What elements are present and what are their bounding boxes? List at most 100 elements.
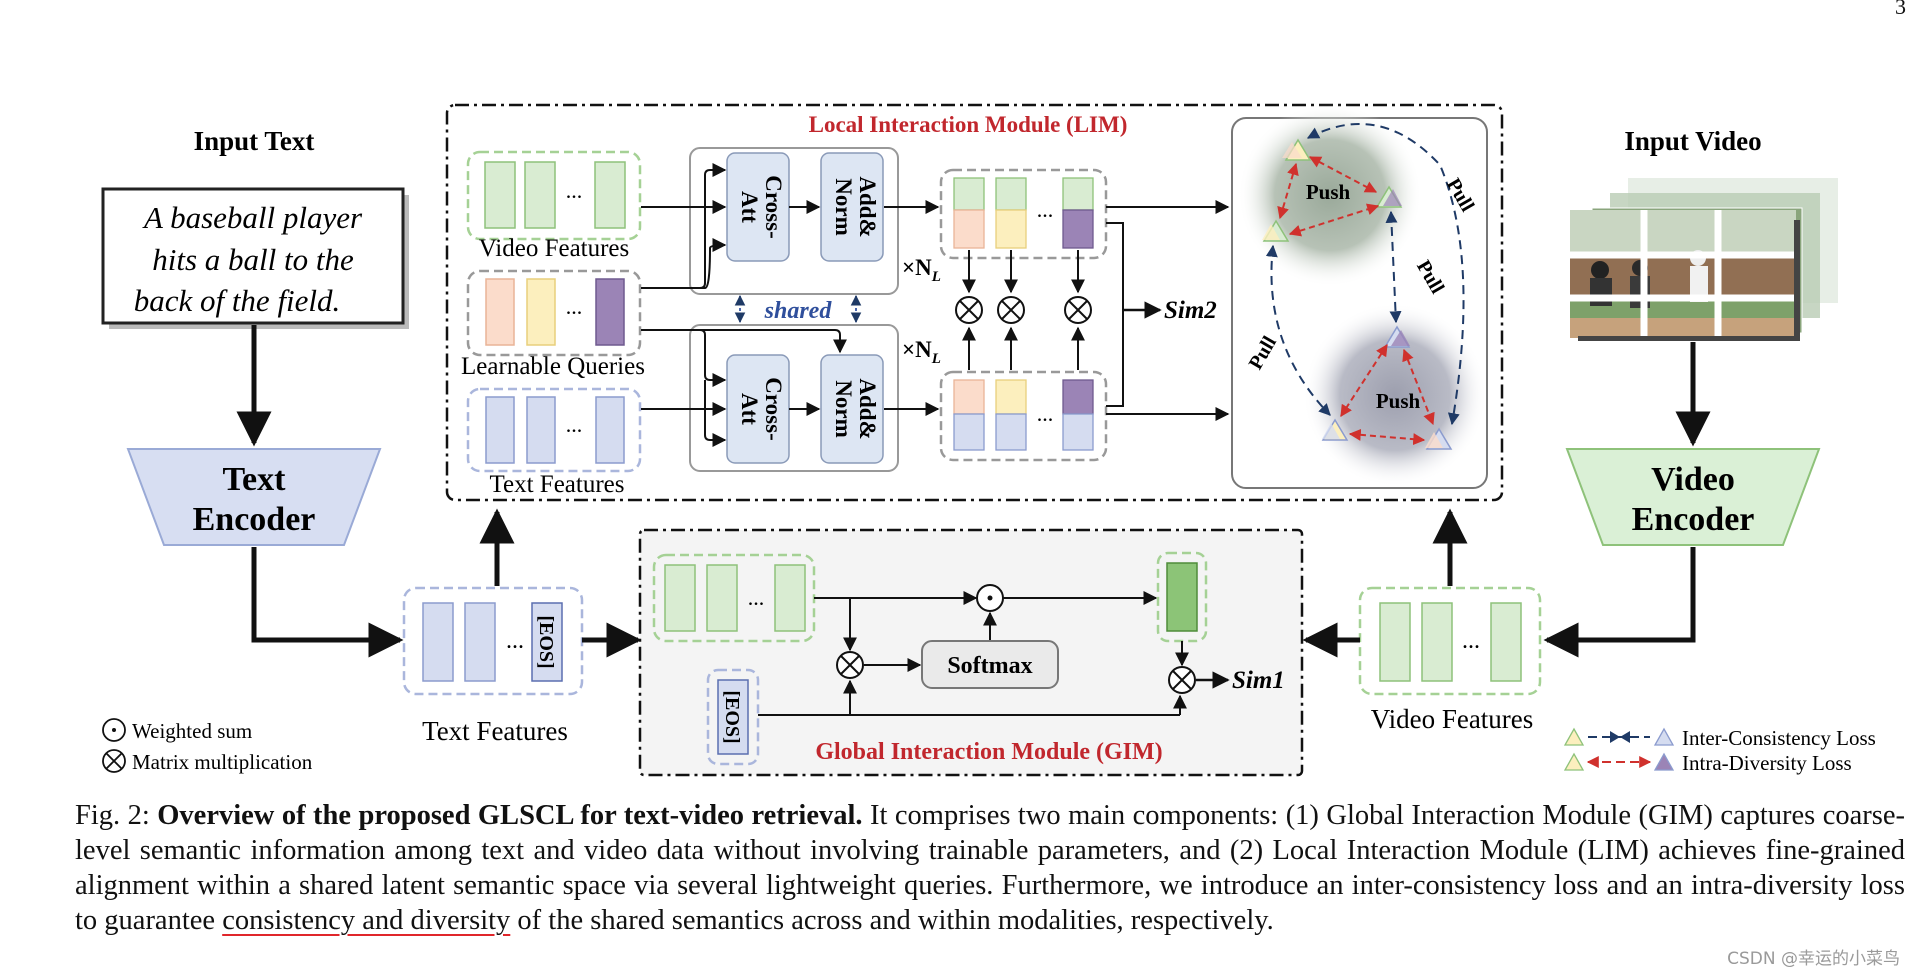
eos-label: [EOS] [535, 615, 557, 668]
input-text-line-2: hits a ball to the [152, 242, 354, 277]
text-feature-token [526, 396, 556, 464]
output-token [953, 379, 985, 415]
query-token [485, 278, 515, 346]
push-arrow [1348, 428, 1426, 446]
matrix-mult-icon [102, 749, 126, 773]
video-feature-token [664, 564, 696, 632]
video-encoder-line-1: Video [1651, 461, 1735, 498]
caption-prefix: Fig. 2: [75, 800, 158, 831]
figure-diagram: Input Text A baseball player hits a ball… [101, 103, 1876, 777]
eos-token [531, 602, 563, 682]
input-text-line-1: A baseball player [142, 200, 363, 235]
output-token [995, 209, 1027, 249]
learnable-queries-group [466, 269, 642, 357]
upper-transformer-block [689, 147, 899, 295]
matrix-mult-icon [955, 296, 983, 324]
ellipsis: ... [748, 585, 765, 610]
ellipsis: ... [566, 294, 583, 319]
input-text-line-3: back of the field. [134, 283, 341, 318]
arrow [641, 329, 847, 354]
text-encoder-line-2: Encoder [193, 501, 316, 538]
lim-text-features-group [466, 387, 642, 473]
semantic-token-icon [1425, 427, 1453, 450]
pull-arrow [1306, 123, 1465, 426]
softmax-box [921, 640, 1059, 689]
gim-weighted-video-token [1166, 562, 1198, 632]
ellipsis: ... [1462, 628, 1480, 654]
output-token [1062, 379, 1094, 415]
video-frames [1570, 178, 1838, 341]
output-token [1062, 209, 1094, 249]
shared-label: shared [764, 298, 833, 324]
ellipsis: ... [566, 412, 583, 437]
sim2-label: Sim2 [1164, 297, 1217, 324]
push-label-lower: Push [1376, 389, 1421, 413]
output-token [953, 209, 985, 249]
push-arrow [1288, 203, 1380, 237]
arrow [641, 163, 727, 289]
text-encoder [126, 448, 382, 546]
legend-inter-icon [1563, 727, 1675, 746]
arrow [641, 329, 727, 387]
output-token [995, 413, 1027, 451]
watermark: CSDN @幸运的小菜鸟 [1727, 949, 1900, 969]
legend-intra-loss: Intra-Diversity Loss [1682, 751, 1852, 775]
ellipsis: ... [1037, 197, 1054, 222]
query-token [526, 278, 556, 346]
video-feature-token [1490, 602, 1522, 682]
text-features-label: Text Features [422, 716, 568, 746]
input-text-box [101, 187, 405, 325]
weighted-sum-icon [976, 584, 1004, 612]
matrix-mult-icon [1064, 296, 1092, 324]
video-feature-token [1421, 602, 1453, 682]
output-token [995, 177, 1027, 211]
lim-title: Local Interaction Module (LIM) [809, 112, 1128, 137]
arrow [704, 380, 727, 447]
caption-text: It comprises two main components: (1) Gl… [75, 800, 1906, 936]
lim-video-features-label: Video Features [479, 235, 630, 262]
semantic-token-icon [1262, 219, 1290, 242]
text-feature-token [485, 396, 515, 464]
text-feature-token [422, 602, 454, 682]
text-feature-token [464, 602, 496, 682]
legend-intra-icon [1563, 752, 1675, 771]
sim1-label: Sim1 [1232, 667, 1285, 694]
add-norm-label: Add&Norm [831, 378, 880, 439]
semantic-token-icon [1282, 138, 1312, 161]
upper-add-norm [820, 152, 884, 262]
arrow-encoder-to-video-features [1543, 547, 1696, 658]
gim-eos-token [717, 679, 749, 755]
gim-title: Global Interaction Module (GIM) [815, 739, 1162, 765]
softmax-label: Softmax [947, 653, 1032, 679]
video-encoder-line-2: Encoder [1632, 501, 1755, 538]
output-token [1062, 413, 1094, 451]
video-feature-token [706, 564, 738, 632]
lim-text-features-label: Text Features [489, 471, 624, 498]
input-text-title: Input Text [194, 126, 315, 156]
pull-arrow [1385, 210, 1402, 324]
lower-output-group [939, 370, 1108, 462]
gim-eos-group [706, 668, 760, 766]
arrow [641, 238, 727, 289]
cross-att-label: Cross-Att [737, 377, 786, 440]
push-label-upper: Push [1306, 180, 1351, 204]
video-feature-token [1379, 602, 1411, 682]
caption-underlined: consistency and diversity [222, 905, 511, 936]
text-encoder-line-1: Text [223, 461, 287, 498]
arrow [1106, 222, 1124, 407]
matrix-mult-icon [836, 651, 864, 679]
nl-label-lower: ×NL [902, 337, 941, 367]
video-feature-token [484, 161, 516, 229]
output-token [953, 177, 985, 211]
ellipsis: ... [506, 628, 524, 654]
output-token [1062, 177, 1094, 211]
video-feature-token [524, 161, 556, 229]
learnable-queries-label: Learnable Queries [461, 353, 645, 380]
output-token [995, 379, 1027, 415]
lower-add-norm [820, 354, 884, 464]
query-token [595, 278, 625, 346]
cross-att-label: Cross-Att [737, 175, 786, 238]
text-feature-token [595, 396, 625, 464]
semantic-token-icon [1321, 418, 1349, 441]
gim-eos-label: [EOS] [721, 690, 743, 743]
